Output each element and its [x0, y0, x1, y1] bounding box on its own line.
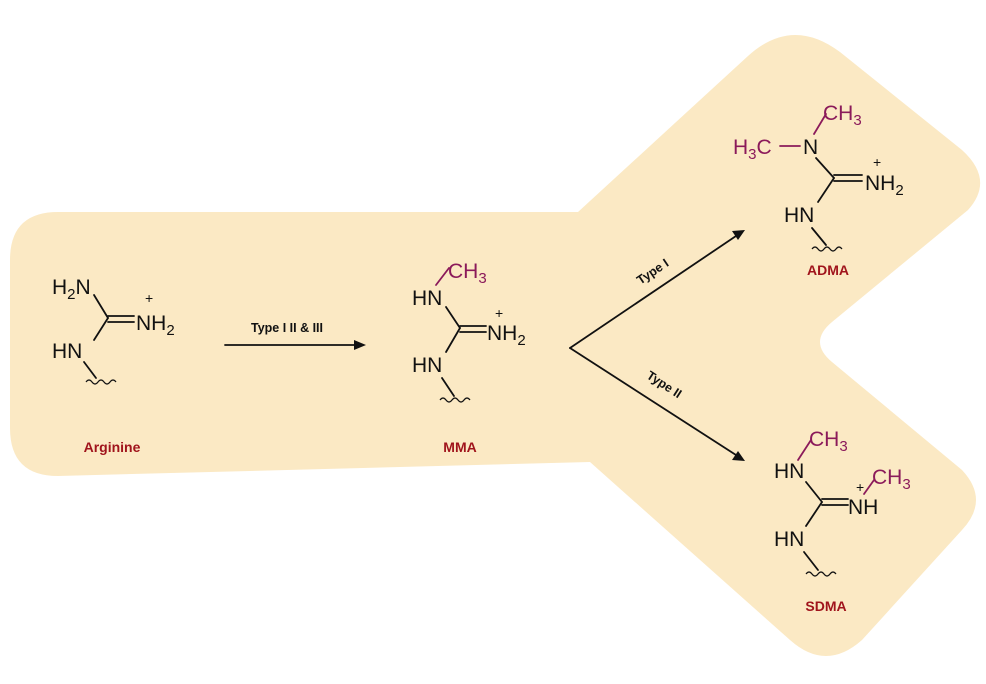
- arginine-caption: Arginine: [84, 439, 141, 455]
- molecule-sdma: CH3 HN CH3 NH + HN SDMA: [774, 428, 911, 614]
- adma-iminium: NH2: [865, 172, 904, 199]
- arginine-iminium: NH2: [136, 312, 175, 339]
- arginine-charge: +: [145, 290, 153, 306]
- arrow-type-1-2-3: [224, 340, 366, 350]
- adma-methyl-left: H3C: [733, 136, 772, 163]
- adma-charge: +: [873, 154, 881, 170]
- mma-nh-bottom: HN: [412, 354, 442, 377]
- sdma-caption: SDMA: [805, 598, 846, 614]
- adma-nitrogen: N: [803, 136, 818, 159]
- sdma-iminium: NH: [848, 496, 878, 519]
- adma-nh-bottom: HN: [784, 204, 814, 227]
- mma-methyl: CH3: [448, 260, 487, 287]
- sdma-methyl-right: CH3: [872, 466, 911, 493]
- adma-caption: ADMA: [807, 262, 849, 278]
- arrow-type-2: [569, 347, 745, 461]
- background-shape: [10, 34, 981, 656]
- sdma-charge: +: [856, 479, 864, 495]
- arrow-label-type-1-2-3: Type I II & III: [251, 321, 323, 335]
- sdma-methyl-top: CH3: [809, 428, 848, 455]
- arginine-amine-bottom: HN: [52, 340, 82, 363]
- arrow-type-1: [569, 230, 745, 349]
- mma-iminium: NH2: [487, 322, 526, 349]
- molecule-adma: CH3 H3C N NH2 + HN ADMA: [733, 102, 904, 278]
- sdma-nh-bottom: HN: [774, 528, 804, 551]
- sdma-nh-top: HN: [774, 460, 804, 483]
- molecule-arginine: H2N HN NH2 + Arginine: [52, 276, 175, 455]
- adma-methyl-top: CH3: [823, 102, 862, 129]
- mma-caption: MMA: [443, 439, 476, 455]
- arginine-amine-top: H2N: [52, 276, 91, 303]
- mma-nh-top: HN: [412, 287, 442, 310]
- mma-charge: +: [495, 305, 503, 321]
- molecule-mma: CH3 HN HN NH2 + MMA: [412, 260, 526, 455]
